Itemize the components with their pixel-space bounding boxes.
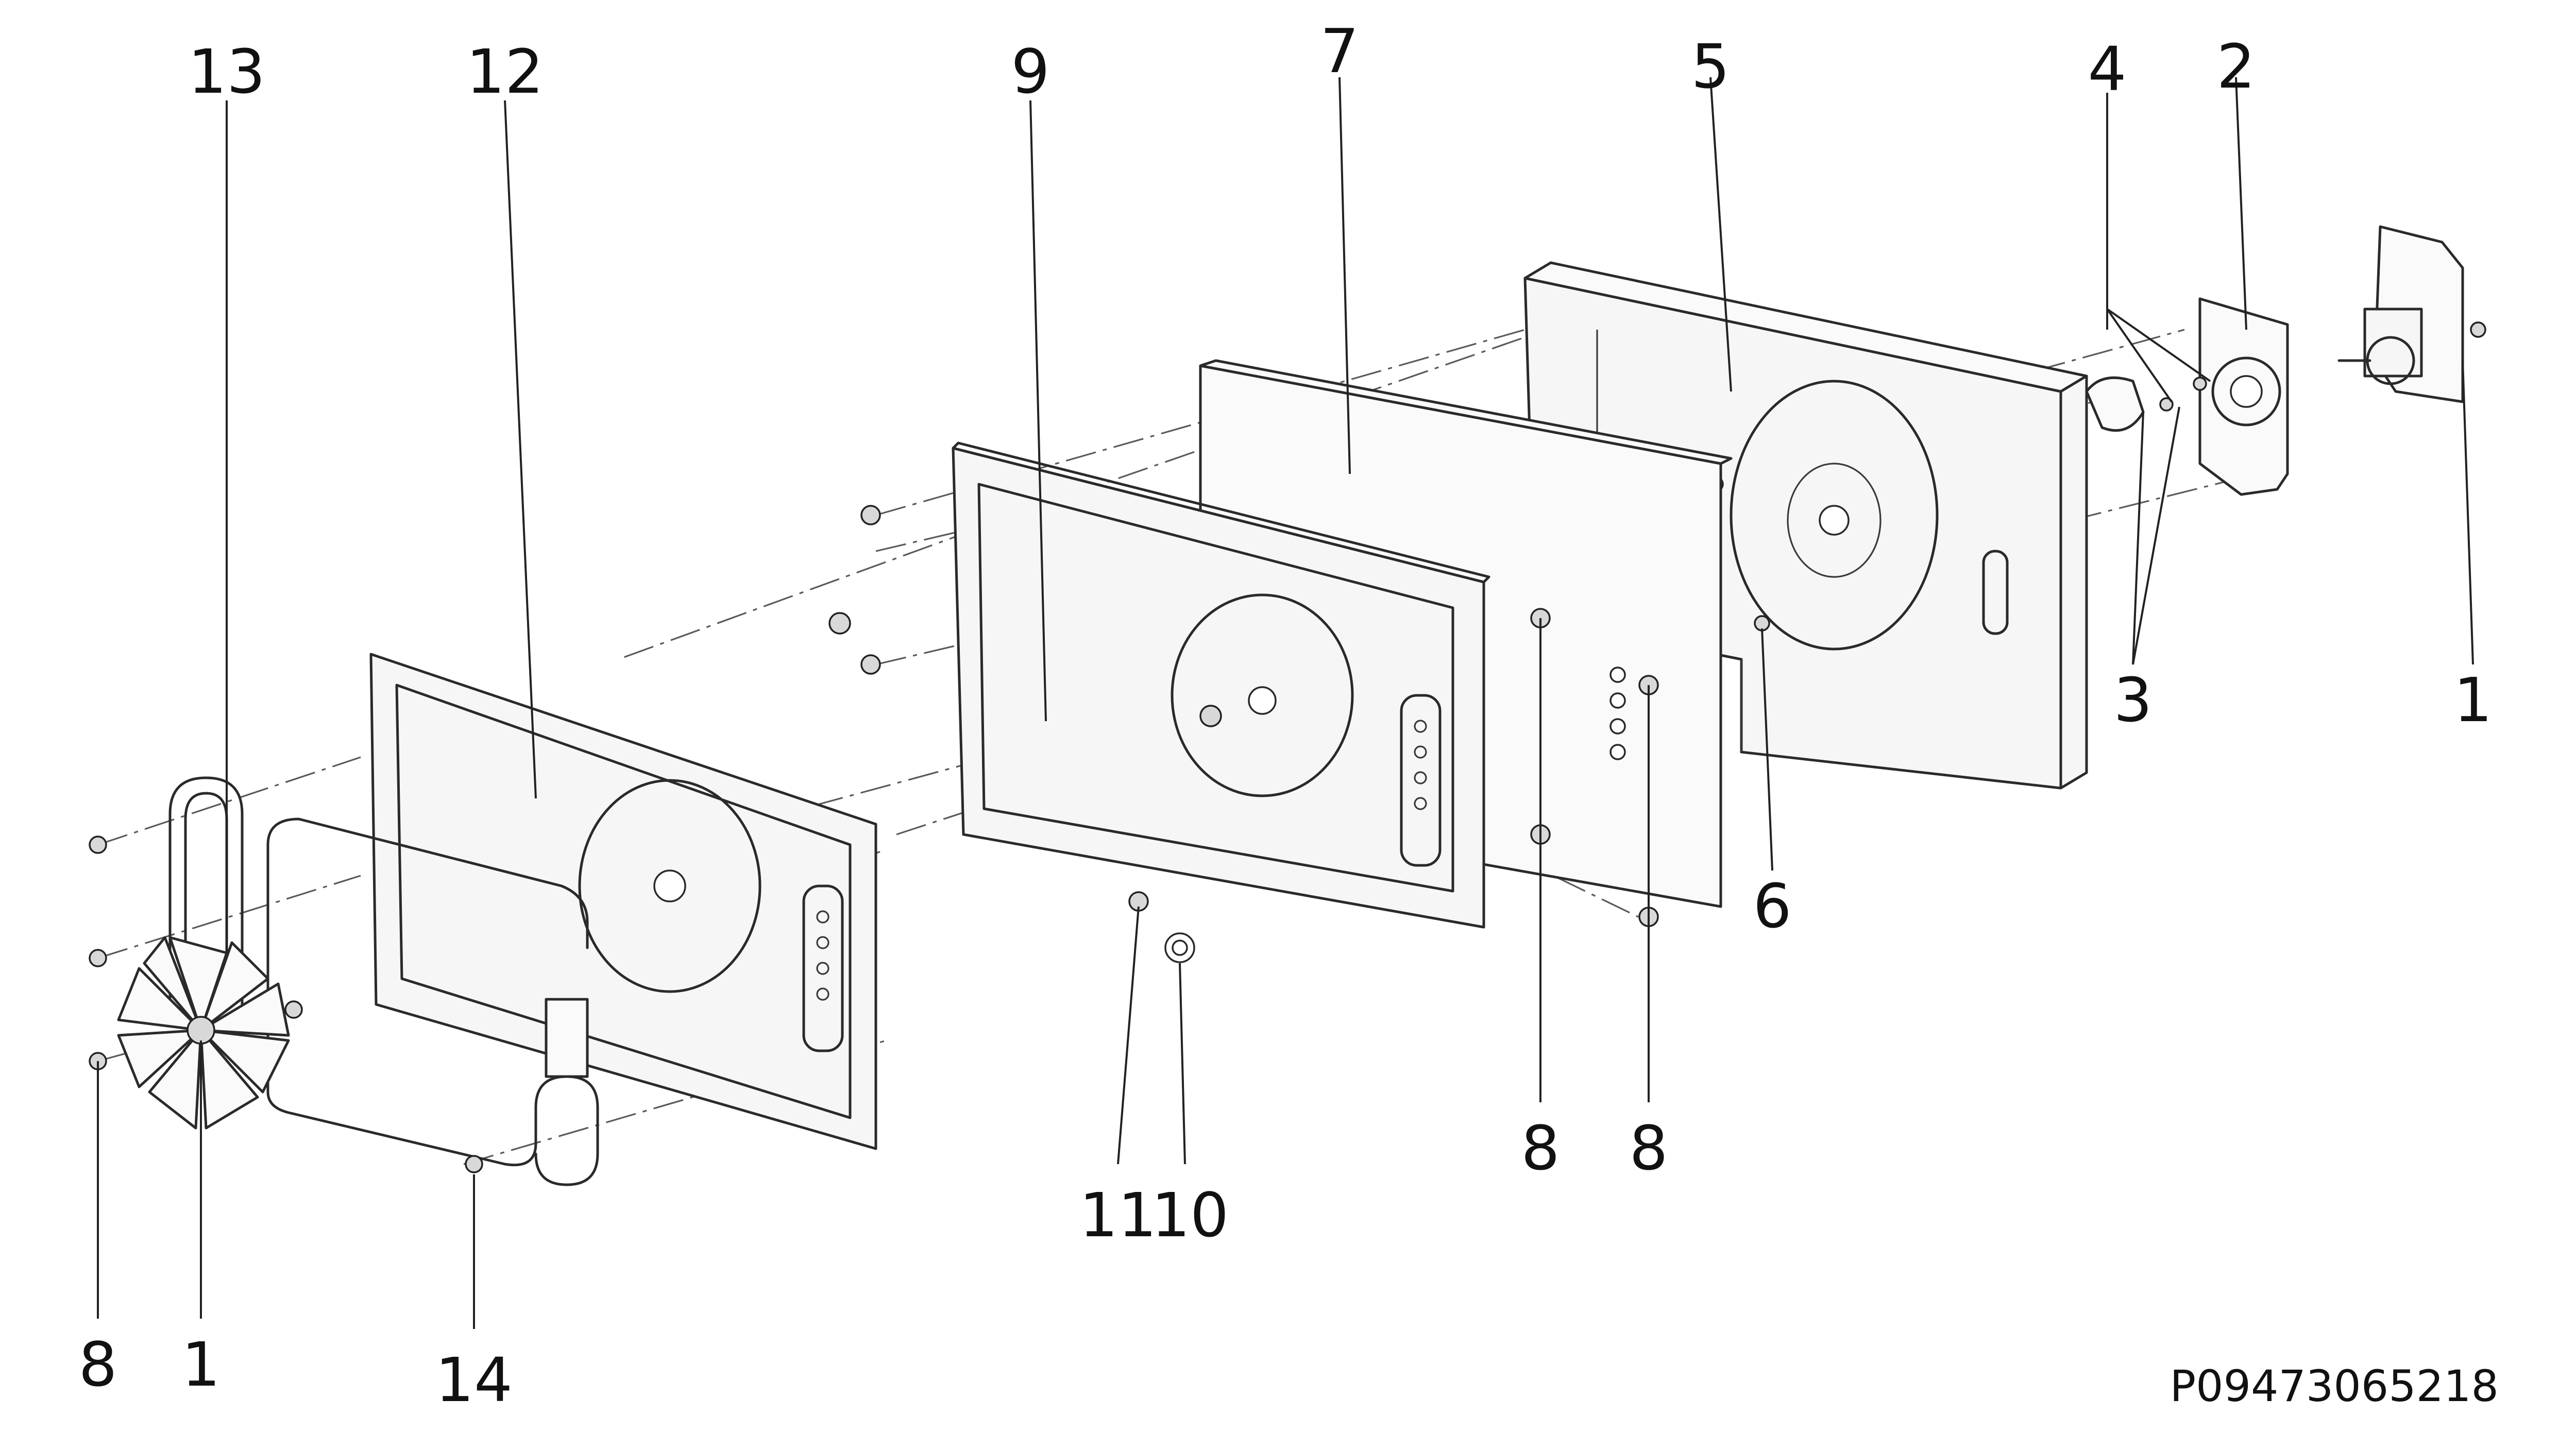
- fan-motor: [2337, 225, 2486, 403]
- callout-13: 13: [188, 36, 265, 107]
- callout-8-insulation-right: 8: [1629, 1113, 1668, 1184]
- cavity-back-wall: [828, 441, 1490, 929]
- fan-baffle: [369, 653, 877, 1150]
- callout-2: 2: [2216, 31, 2255, 102]
- callout-labels: 13 12 9 7 5 4 2 3 1 6 8 8 11 10 8 1 14: [78, 15, 2492, 1415]
- callout-5: 5: [1691, 31, 1730, 102]
- motor-bracket: [2198, 297, 2289, 496]
- bearing-plate: [2085, 376, 2207, 432]
- callout-1-motor: 1: [2453, 664, 2492, 736]
- callout-10: 10: [1151, 1180, 1229, 1251]
- callout-14: 14: [435, 1344, 513, 1415]
- callout-4: 4: [2088, 33, 2126, 105]
- fan-wheel: [117, 936, 290, 1130]
- callout-6: 6: [1753, 871, 1791, 942]
- leader-lines: [97, 77, 2474, 1329]
- callout-11: 11: [1079, 1180, 1157, 1251]
- callout-1-fan: 1: [181, 1329, 220, 1400]
- outer-rear-cavity-wall: [1523, 261, 2088, 790]
- callout-12: 12: [466, 36, 544, 107]
- callout-3: 3: [2113, 664, 2152, 736]
- callout-7: 7: [1320, 15, 1359, 87]
- callout-8-fan: 8: [78, 1329, 117, 1400]
- callout-9: 9: [1011, 36, 1049, 107]
- heating-element: [168, 776, 599, 1186]
- callout-8-insulation-left: 8: [1521, 1113, 1560, 1184]
- drawing-code: P09473065218: [2170, 1361, 2499, 1411]
